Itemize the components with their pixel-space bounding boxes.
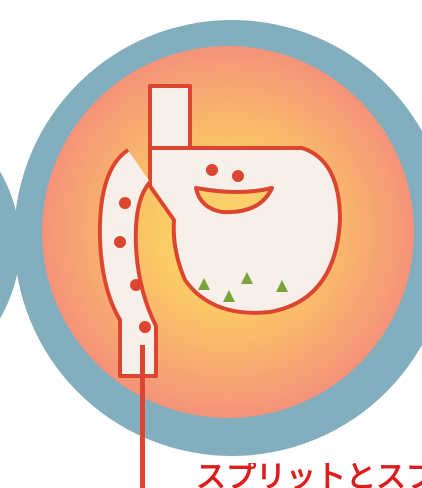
caption-text: スプリットとスプ — [196, 463, 422, 488]
bubble-dot — [130, 279, 142, 291]
bubble-dot — [114, 236, 126, 248]
bubble-dot — [119, 197, 131, 209]
bubble-dot — [206, 164, 218, 176]
bubble-dot — [139, 321, 151, 333]
bubble-dot — [232, 170, 244, 182]
feeding-tube — [140, 345, 145, 488]
